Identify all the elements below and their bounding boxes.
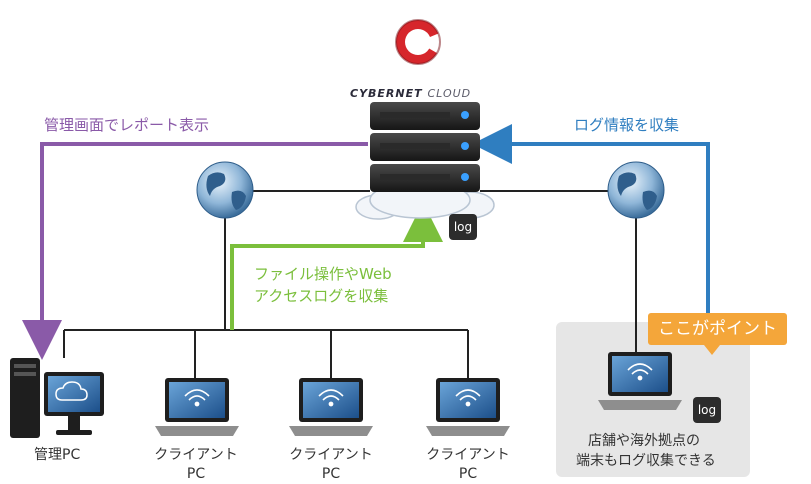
brand-name-light: CLOUD [427,87,472,100]
client-pc-label-line2: PC [458,466,478,482]
desktop-pc-icon [10,358,104,438]
report-flow-arrow [22,142,368,360]
log-collect-arrow [472,124,710,330]
admin-flow-label: 管理画面でレポート表示 [44,116,210,134]
wifi-icon [184,363,653,407]
client-pc-label-line1: クライアント [154,447,238,463]
client-pc-label: クライアント PC [286,446,376,484]
laptop-icon [598,352,682,410]
remote-caption-line2: 端末もログ収集できる [576,453,716,469]
admin-pc-label: 管理PC [34,447,81,463]
client-pc-label-line1: クライアント [426,447,510,463]
point-callout: ここがポイント [648,313,787,355]
client-pc-label-line2: PC [321,466,341,482]
web-flow-label-line2: アクセスログを収集 [254,287,389,305]
client-pc-label-line2: PC [186,466,206,482]
laptop-icon [289,378,373,436]
laptop-icon [155,378,239,436]
laptop-icon [426,378,510,436]
client-pc-label: クライアント PC [151,446,241,484]
network-lines [63,190,637,378]
brand-name-bold: CYBERNET [350,87,423,100]
client-pc-label: クライアント PC [423,446,513,484]
remote-log-badge: log [693,397,721,423]
collect-flow-label: ログ情報を収集 [574,116,680,134]
server-log-badge: log [449,214,477,240]
cybernet-logo-icon [395,19,442,65]
globe-icon [607,161,665,219]
server-stack-icon [370,102,480,192]
web-flow-label-line1: ファイル操作やWeb [254,265,392,283]
globe-icon [196,161,254,219]
client-pc-label-line1: クライアント [289,447,373,463]
brand-wordmark: CYBERNET CLOUD [350,87,471,100]
file-web-log-arrow [230,202,443,330]
remote-caption-line1: 店舗や海外拠点の [588,433,700,449]
